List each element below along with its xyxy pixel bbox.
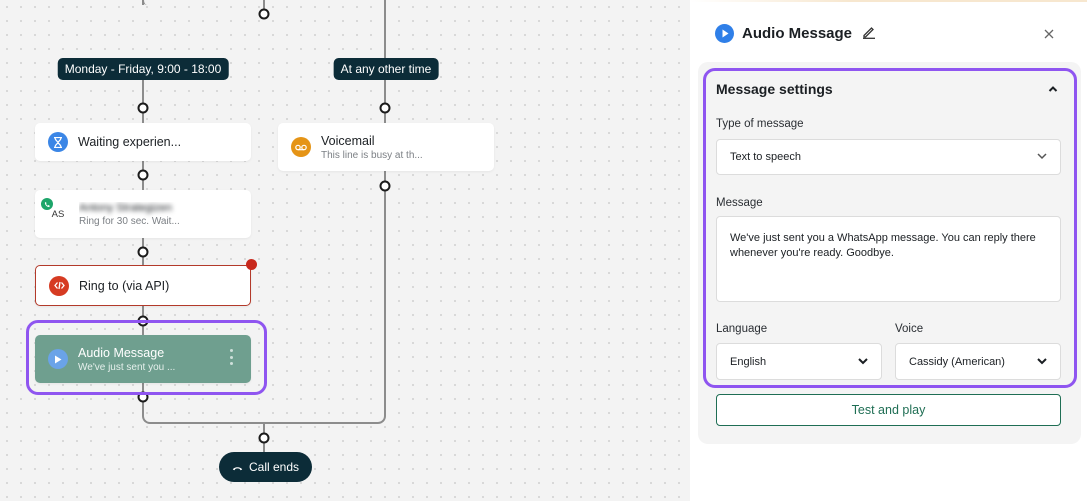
node-title: Voicemail <box>321 133 375 148</box>
node-subtitle: Ring for 30 sec. Wait... <box>79 215 180 227</box>
message-label: Message <box>716 197 763 209</box>
type-of-message-select[interactable]: Text to speech <box>716 139 1061 175</box>
panel-header: Audio Message <box>715 24 876 43</box>
connector-dot[interactable] <box>137 169 149 181</box>
language-select[interactable]: English <box>716 343 882 380</box>
type-of-message-label: Type of message <box>716 118 804 130</box>
node-audio-message[interactable]: Audio Message We've just sent you ... <box>35 335 251 383</box>
connector-dot[interactable] <box>137 246 149 258</box>
connector-dot[interactable] <box>379 180 391 192</box>
node-voicemail[interactable]: Voicemail This line is busy at th... <box>278 123 494 171</box>
connector-line <box>154 422 376 424</box>
call-ends-node[interactable]: Call ends <box>219 452 313 482</box>
connector-line <box>384 0 386 60</box>
connector-dot[interactable] <box>379 102 391 114</box>
more-options-icon[interactable] <box>229 349 233 365</box>
select-value: English <box>730 355 767 368</box>
play-icon <box>715 24 734 43</box>
edit-pencil-icon[interactable] <box>862 25 876 39</box>
node-title: Waiting experien... <box>78 135 182 149</box>
node-subtitle: We've just sent you ... <box>78 361 176 373</box>
section-title[interactable]: Message settings <box>716 81 833 97</box>
connector-line <box>384 78 386 408</box>
connector-dot[interactable] <box>137 391 149 403</box>
hang-up-icon <box>232 460 243 474</box>
chevron-down-icon <box>1036 151 1048 163</box>
code-icon <box>49 275 69 296</box>
message-textarea[interactable]: We've just sent you a WhatsApp message. … <box>716 216 1061 302</box>
connector-dot[interactable] <box>137 315 149 327</box>
voice-label: Voice <box>895 323 924 335</box>
select-value: Cassidy (American) <box>909 355 1005 368</box>
avatar: AS <box>41 198 69 225</box>
connector-dot[interactable] <box>258 432 270 444</box>
chevron-up-icon[interactable] <box>1046 82 1060 96</box>
connector-line <box>142 0 152 5</box>
connector-line <box>263 0 265 14</box>
branch-label-weekday[interactable]: Monday - Friday, 9:00 - 18:00 <box>57 58 229 80</box>
phone-badge-icon <box>41 198 53 210</box>
node-agent[interactable]: AS Antony Strategizen Ring for 30 sec. W… <box>35 190 251 238</box>
language-label: Language <box>716 323 768 335</box>
node-title: Ring to (via API) <box>79 278 170 293</box>
properties-panel: Audio Message Message settings Type of m… <box>690 0 1087 501</box>
connector-dot[interactable] <box>258 8 270 20</box>
node-waiting-experience[interactable]: Waiting experien... <box>35 123 251 161</box>
branch-label-other-time[interactable]: At any other time <box>333 58 439 80</box>
connector-line <box>374 398 386 424</box>
panel-title: Audio Message <box>742 25 853 42</box>
node-ring-to-api[interactable]: Ring to (via API) <box>35 265 251 306</box>
node-title: Audio Message <box>78 345 165 360</box>
test-and-play-button[interactable]: Test and play <box>716 394 1061 426</box>
flow-canvas[interactable]: Monday - Friday, 9:00 - 18:00 At any oth… <box>0 0 690 501</box>
panel-top-border <box>690 0 1087 2</box>
agent-name: Antony Strategizen <box>79 201 172 214</box>
error-badge <box>246 259 257 270</box>
connector-line <box>142 388 154 424</box>
close-icon[interactable] <box>1041 26 1057 42</box>
voicemail-icon <box>291 137 311 157</box>
avatar-initials: AS <box>51 208 65 220</box>
play-icon <box>48 349 68 369</box>
voice-select[interactable]: Cassidy (American) <box>895 343 1061 380</box>
select-value: Text to speech <box>730 151 801 163</box>
chevron-down-icon <box>1036 356 1048 368</box>
node-subtitle: This line is busy at th... <box>321 149 423 161</box>
call-ends-label: Call ends <box>249 460 300 474</box>
hourglass-icon <box>48 132 68 152</box>
chevron-down-icon <box>857 356 869 368</box>
connector-dot[interactable] <box>137 102 149 114</box>
